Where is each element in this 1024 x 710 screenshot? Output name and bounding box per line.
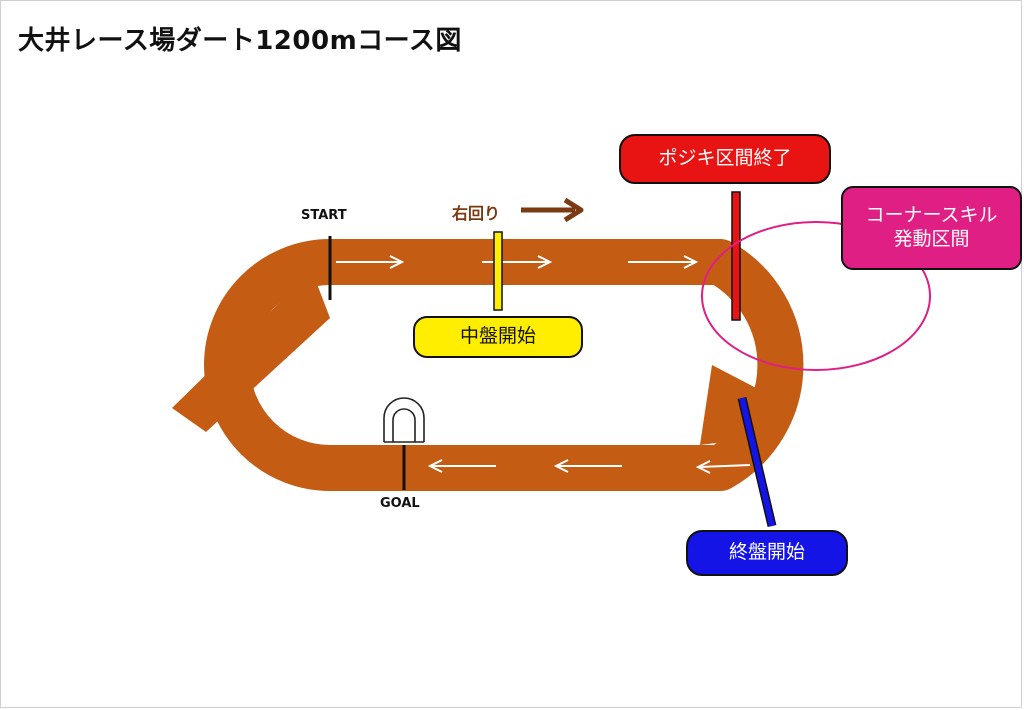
- arrow-top-2: [482, 255, 553, 269]
- arrow-top-3: [628, 255, 699, 269]
- corner-skill-line1: コーナースキル: [865, 204, 998, 227]
- mid-phase-marker: [493, 231, 503, 311]
- arrow-bottom-2: [553, 459, 622, 473]
- final-phase-badge: 終盤開始: [686, 530, 848, 576]
- track-chute: [172, 271, 330, 432]
- page-title: 大井レース場ダート1200mコース図: [18, 26, 462, 56]
- arrow-corner-2: [819, 369, 839, 420]
- arrow-bottom-1: [695, 460, 751, 474]
- positioning-end-badge: ポジキ区間終了: [619, 134, 831, 184]
- mid-phase-badge: 中盤開始: [413, 316, 583, 358]
- direction-label: 右回り: [452, 204, 501, 223]
- corner-skill-zone: [701, 221, 931, 371]
- arrow-bottom-3: [427, 459, 496, 473]
- positioning-end-marker: [731, 191, 741, 321]
- arrow-top-1: [336, 255, 405, 269]
- goal-label: GOAL: [380, 496, 420, 511]
- goal-gate-icon: [383, 397, 425, 443]
- start-label: START: [301, 208, 347, 223]
- direction-arrow-icon: [521, 197, 584, 223]
- track-direction-arrows: [336, 255, 839, 474]
- arrow-corner-1: [789, 271, 830, 310]
- track-oval: [204, 239, 804, 491]
- corner-skill-badge: コーナースキル 発動区間: [841, 186, 1022, 270]
- corner-skill-line2: 発動区間: [893, 228, 970, 250]
